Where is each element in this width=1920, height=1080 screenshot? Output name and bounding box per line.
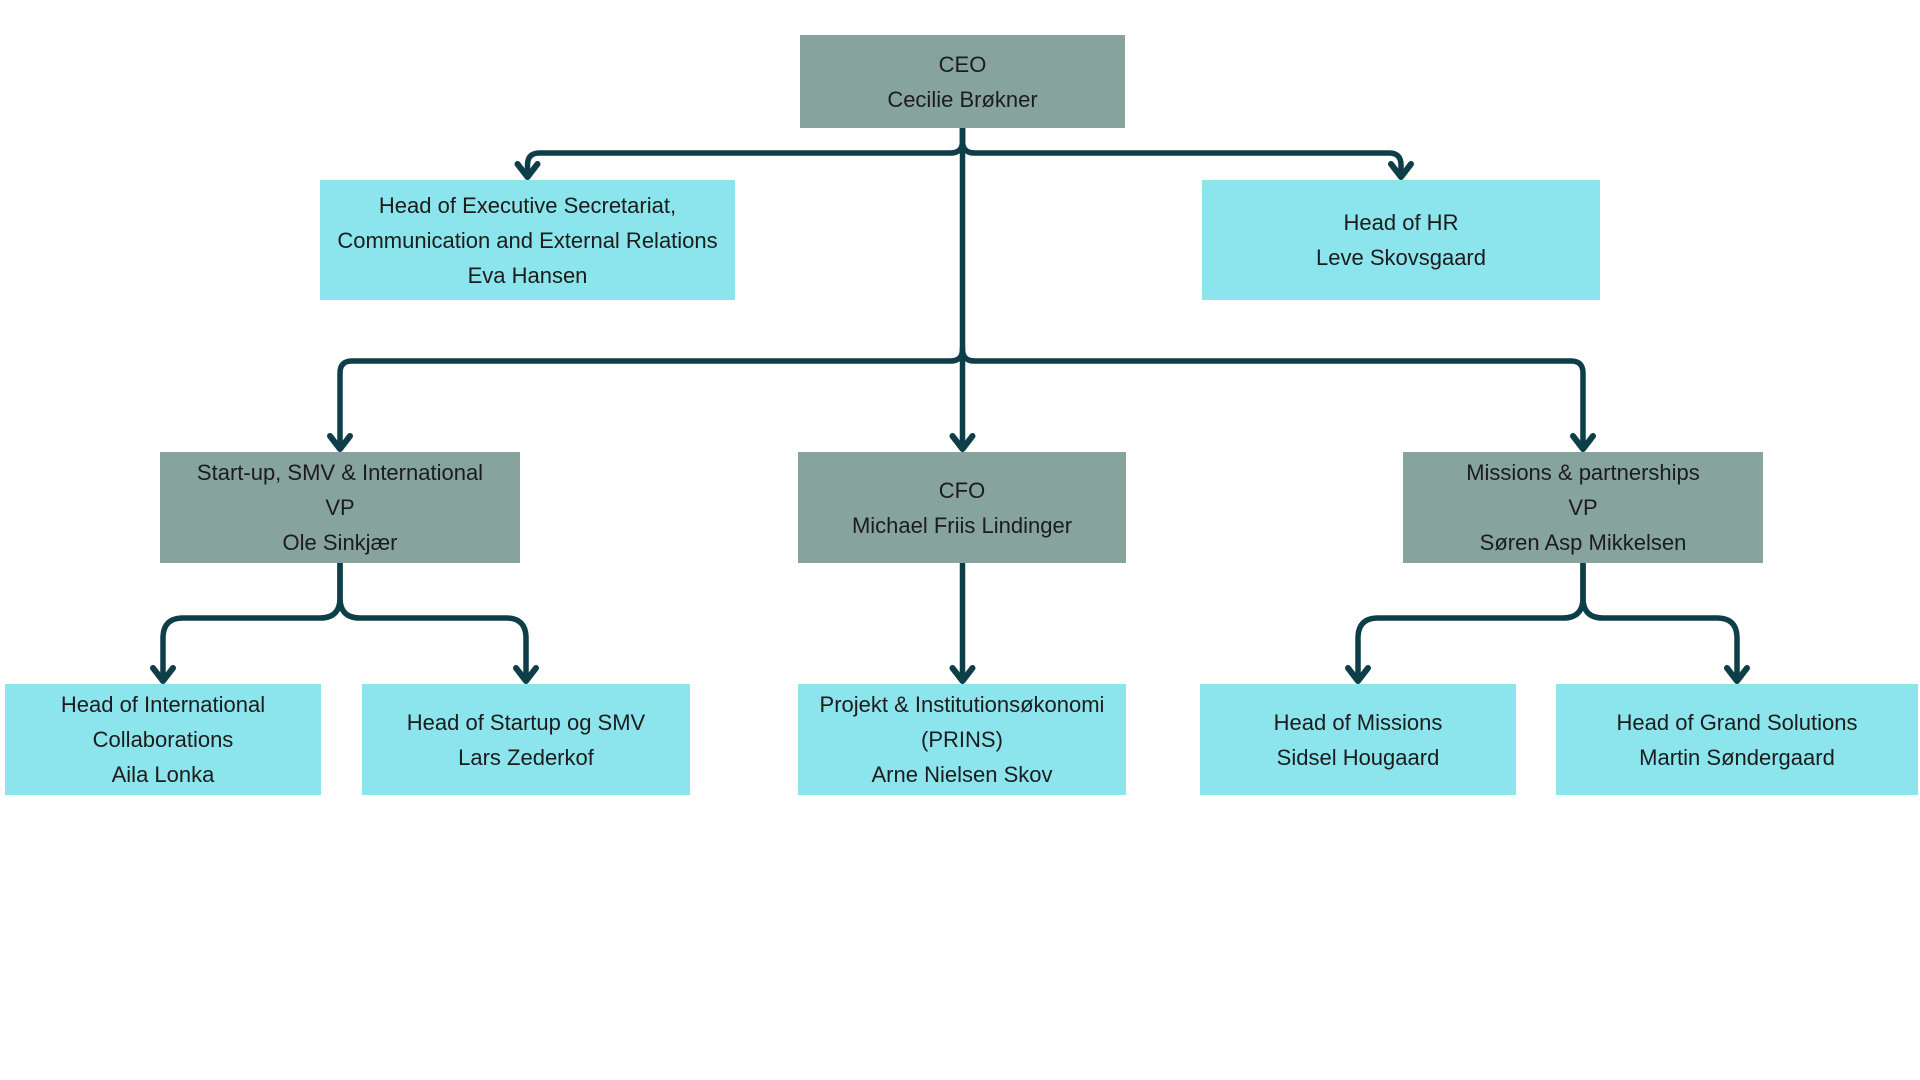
arrowhead-head-missions [1345, 665, 1371, 684]
org-node-head-missions: Head of Missions Sidsel Hougaard [1200, 684, 1516, 795]
node-person: Martin Søndergaard [1639, 744, 1835, 770]
node-person: Ole Sinkjær [282, 530, 398, 555]
node-role: Head of Grand Solutions [1616, 709, 1858, 735]
org-node-cfo: CFO Michael Friis Lindinger [798, 452, 1126, 563]
node-person: Søren Asp Mikkelsen [1479, 530, 1687, 555]
arrowhead-startup-smv [513, 665, 539, 684]
node-role: Missions & partnerships [1466, 460, 1700, 485]
arrowhead-grand-solutions [1724, 665, 1750, 684]
org-node-startup-vp: Start-up, SMV & International VP Ole Sin… [160, 452, 520, 563]
arrowhead-startup-vp [327, 433, 353, 452]
connector-ceo-to-exec-secretariat [524, 125, 966, 173]
org-node-prins: Projekt & Institutionsøkonomi (PRINS) Ar… [798, 684, 1126, 795]
connector-missions-vp-to-head-missions [1355, 560, 1586, 677]
arrowhead-prins [949, 665, 976, 684]
org-node-startup-smv: Head of Startup og SMV Lars Zederkof [362, 684, 690, 795]
connector-startup-vp-to-startup-smv [337, 560, 529, 677]
arrowhead-hr [1388, 161, 1414, 180]
node-role: Head of Missions [1273, 709, 1443, 735]
node-role: Start-up, SMV & International [196, 460, 484, 485]
node-role: Head of Startup og SMV [406, 709, 646, 735]
node-role: Head of Executive Secretariat, [378, 192, 677, 218]
node-role: Head of HR [1343, 210, 1459, 235]
connector-ceo-to-hr [959, 125, 1404, 173]
node-person: Leve Skovsgaard [1316, 245, 1486, 270]
node-role: (PRINS) [921, 727, 1003, 752]
org-node-ceo: CEO Cecilie Brøkner [800, 35, 1125, 128]
node-person: Cecilie Brøkner [887, 86, 1038, 112]
node-person: Arne Nielsen Skov [871, 762, 1053, 787]
arrowhead-missions-vp [1570, 433, 1596, 452]
node-role: Communication and External Relations [337, 227, 718, 253]
arrowhead-intl-collaborations [150, 665, 176, 684]
node-person: Sidsel Hougaard [1276, 744, 1440, 770]
connector-startup-vp-to-intl-collaborations [160, 560, 343, 677]
node-person: Aila Lonka [111, 762, 215, 787]
node-role: VP [325, 495, 355, 520]
node-person: Michael Friis Lindinger [851, 512, 1073, 538]
node-role: VP [1568, 495, 1598, 520]
connector-missions-vp-to-grand-solutions [1580, 560, 1740, 677]
node-role: CFO [938, 477, 986, 503]
connector-ceo-to-missions-vp [959, 346, 1586, 445]
org-node-missions-vp: Missions & partnerships VP Søren Asp Mik… [1403, 452, 1763, 563]
arrowhead-cfo [949, 433, 976, 452]
node-person: Lars Zederkof [458, 744, 594, 770]
node-role: CEO [938, 51, 987, 77]
org-node-exec-secretariat: Head of Executive Secretariat, Communica… [320, 180, 735, 300]
node-role: Head of International [60, 692, 266, 717]
org-node-grand-solutions: Head of Grand Solutions Martin Søndergaa… [1556, 684, 1918, 795]
org-node-hr: Head of HR Leve Skovsgaard [1202, 180, 1600, 300]
connector-ceo-to-startup-vp [337, 346, 966, 445]
org-node-intl-collaborations: Head of International Collaborations Ail… [5, 684, 321, 795]
node-role: Projekt & Institutionsøkonomi [819, 692, 1105, 717]
node-role: Collaborations [92, 727, 234, 752]
node-person: Eva Hansen [467, 262, 588, 288]
arrowhead-exec-secretariat [514, 161, 541, 180]
